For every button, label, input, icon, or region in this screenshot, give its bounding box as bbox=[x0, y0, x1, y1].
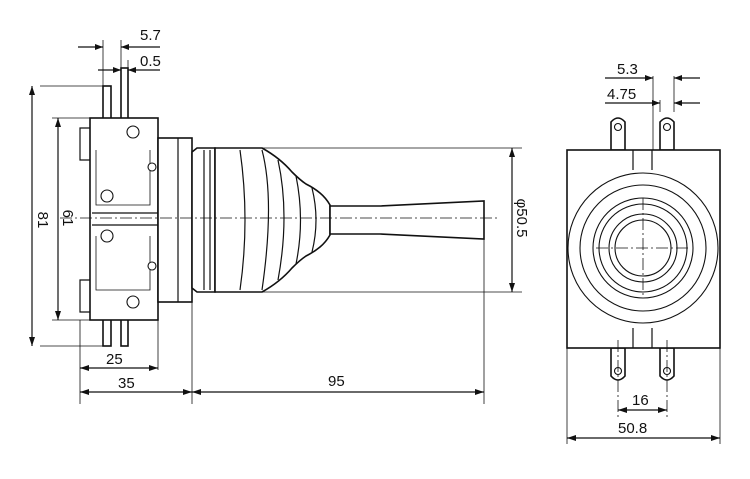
dim-terminal-thickness: 0.5 bbox=[98, 53, 161, 73]
screw-hole bbox=[126, 125, 140, 139]
screw-hole bbox=[126, 295, 140, 309]
dim-boot-diameter: φ50.5 bbox=[509, 148, 530, 292]
dim-label: 81 bbox=[34, 212, 51, 229]
dim-label: 95 bbox=[328, 373, 345, 390]
dim-label: 5.7 bbox=[140, 27, 161, 44]
dim-body-height: 61 bbox=[55, 118, 76, 320]
rubber-boot bbox=[191, 147, 331, 293]
front-view: 5.3 4.75 16 50.8 bbox=[566, 61, 721, 444]
mounting-block bbox=[157, 137, 193, 303]
top-terminals bbox=[102, 67, 129, 121]
dim-label: 50.8 bbox=[618, 420, 647, 437]
top-lugs bbox=[610, 117, 675, 151]
dim-hole-spacing: 16 bbox=[618, 392, 667, 413]
dim-switch-depth: 25 bbox=[80, 351, 158, 371]
screw-hole bbox=[147, 261, 157, 271]
dim-label: 16 bbox=[632, 392, 649, 409]
dim-body-depth: 35 bbox=[80, 375, 192, 395]
dim-label: φ50.5 bbox=[513, 199, 530, 238]
bottom-lugs bbox=[610, 347, 675, 381]
switch-housing bbox=[79, 117, 159, 321]
dim-label: 61 bbox=[59, 210, 76, 227]
dim-lever-length: 95 bbox=[192, 373, 484, 395]
dim-label: 5.3 bbox=[617, 61, 638, 78]
side-view: 5.7 0.5 81 61 25 bbox=[29, 27, 530, 404]
screw-hole bbox=[100, 229, 114, 243]
screw-hole bbox=[100, 189, 114, 203]
dim-terminal-offset-a: 5.3 bbox=[605, 61, 700, 81]
dim-label: 4.75 bbox=[607, 86, 636, 103]
dim-terminal-pitch: 5.7 bbox=[78, 27, 161, 50]
bottom-terminals bbox=[102, 317, 129, 347]
dim-overall-width: 50.8 bbox=[567, 420, 720, 441]
dim-label: 0.5 bbox=[140, 53, 161, 70]
dim-label: 35 bbox=[118, 375, 135, 392]
screw-hole bbox=[147, 162, 157, 172]
dim-label: 25 bbox=[106, 351, 123, 368]
lever bbox=[329, 200, 485, 240]
dim-overall-height: 81 bbox=[29, 86, 51, 346]
dim-terminal-offset-b: 4.75 bbox=[605, 86, 700, 106]
